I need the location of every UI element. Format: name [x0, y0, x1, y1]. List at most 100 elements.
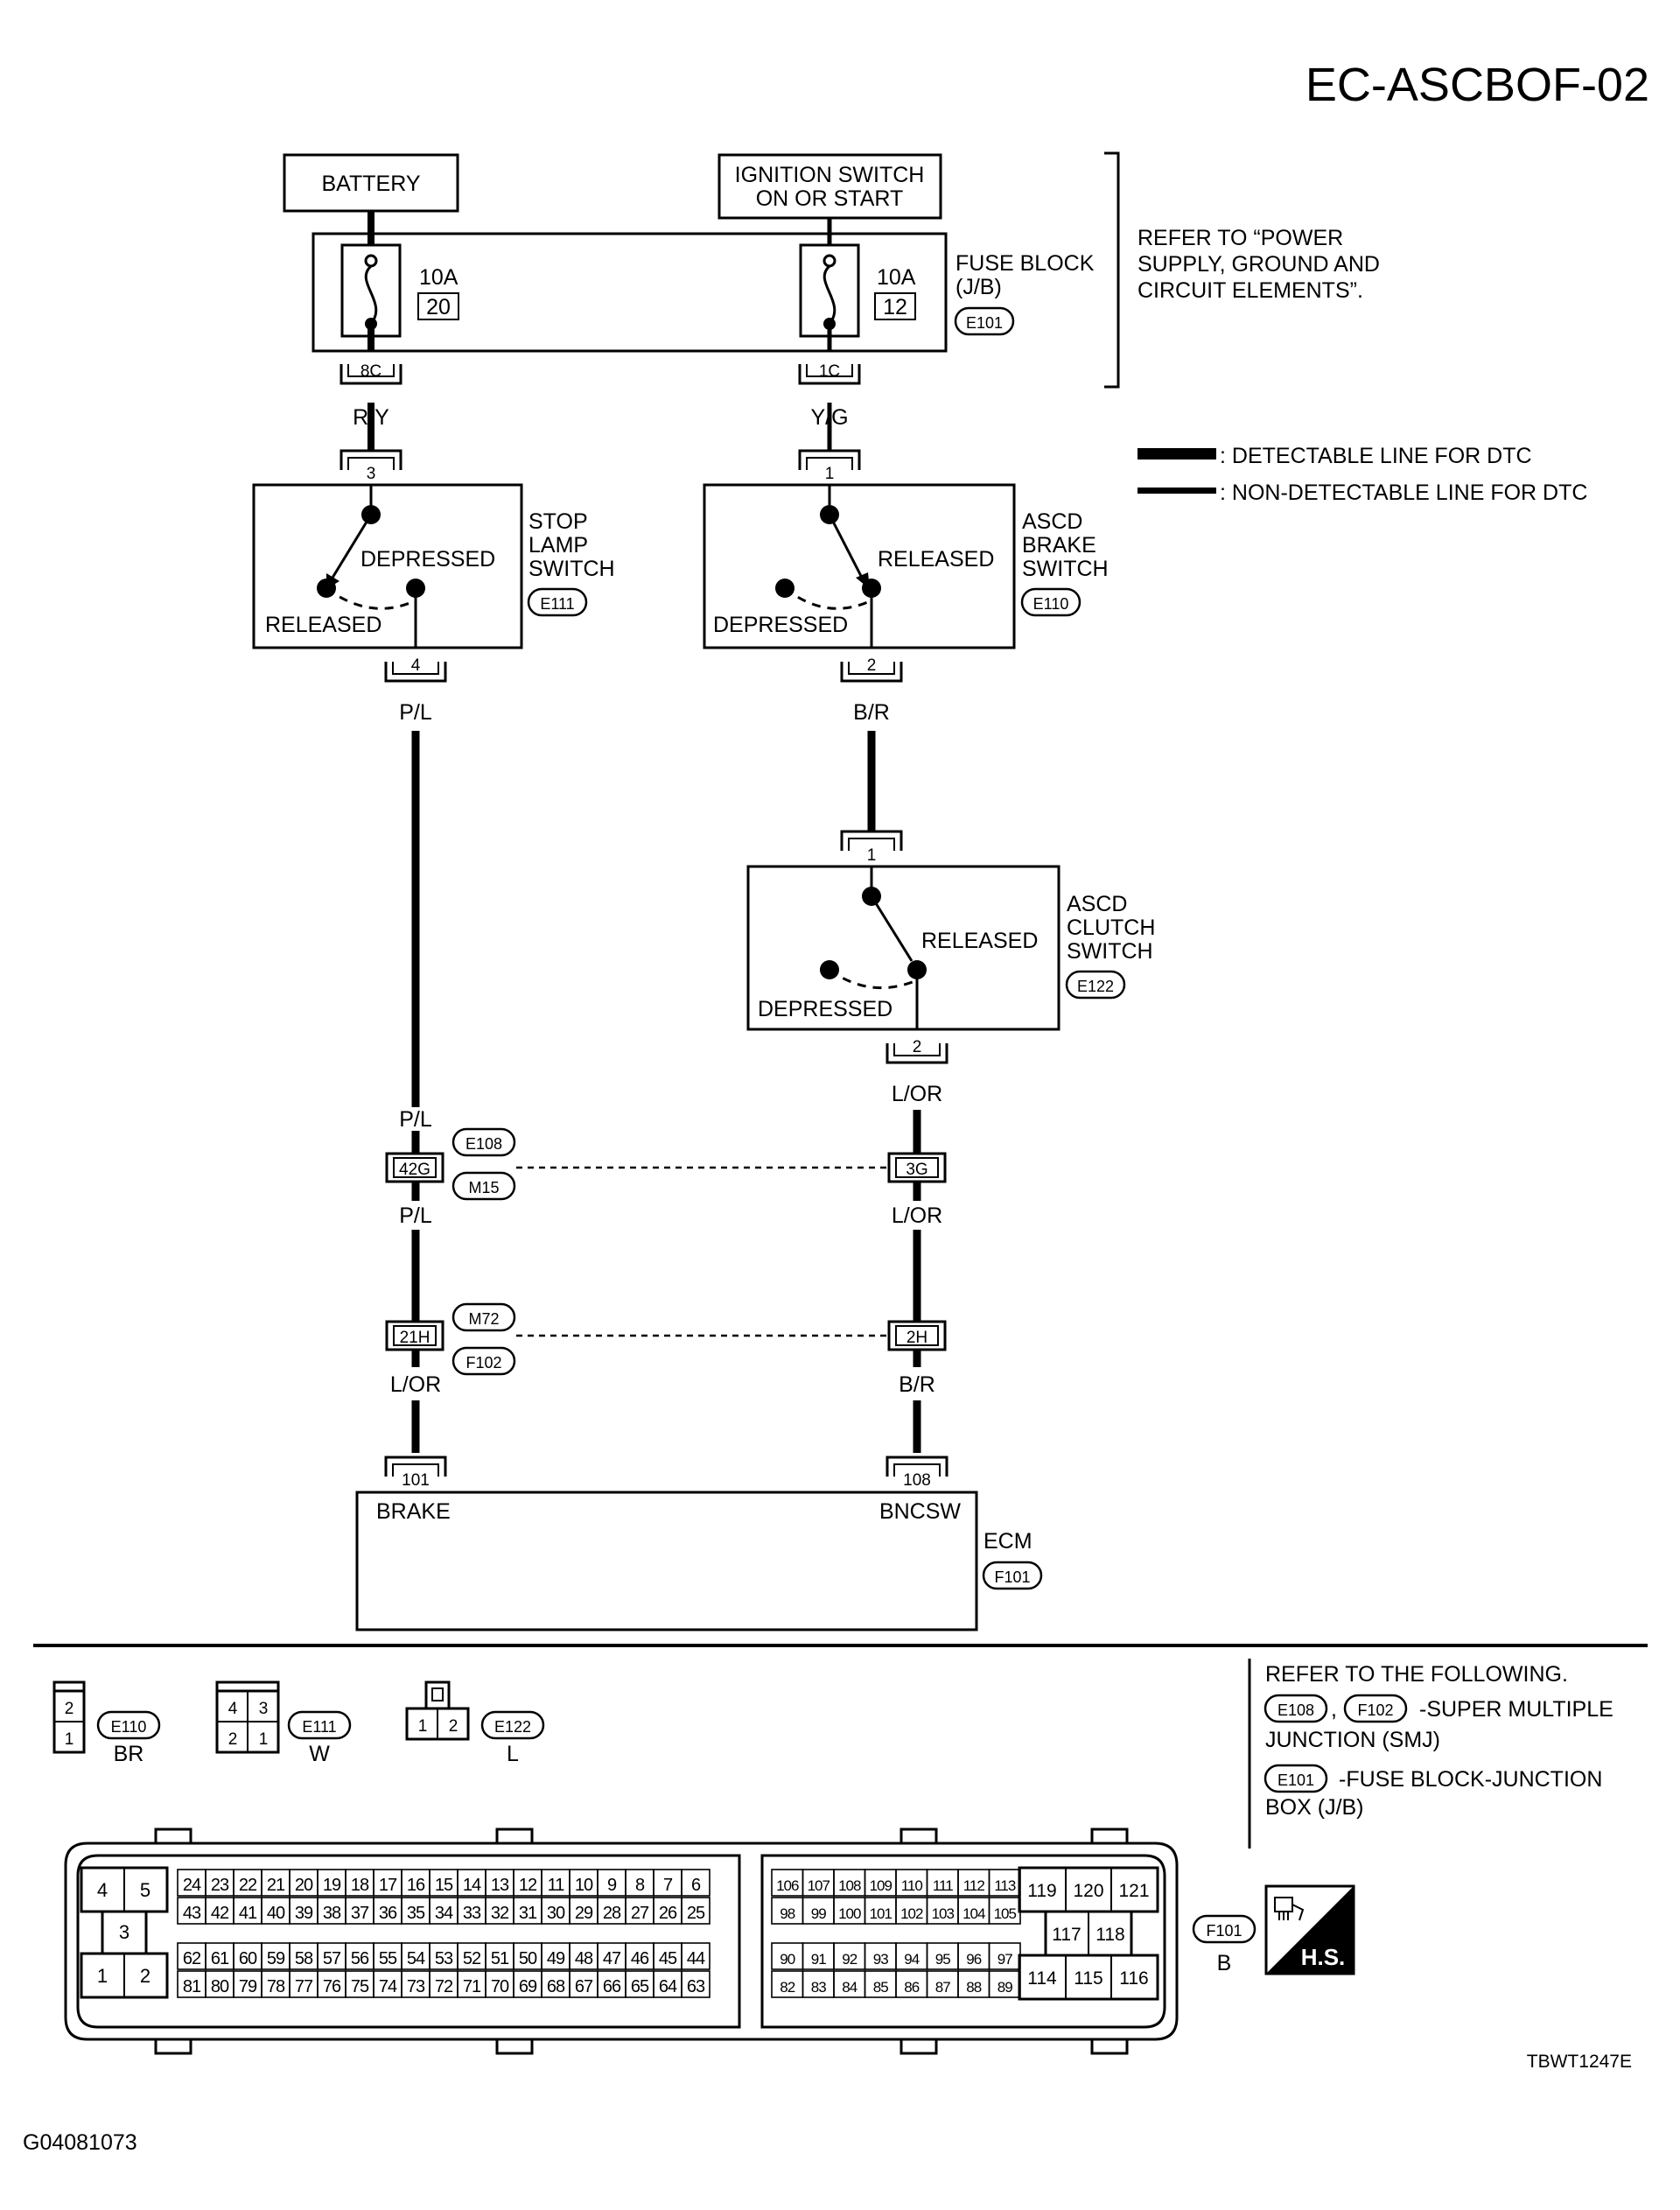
wire-color-lor-3: L/OR: [390, 1372, 441, 1397]
f101-badge: [1192, 1914, 1256, 1944]
ecm-pin-number: 24: [183, 1876, 201, 1895]
ecm-pin-number: 28: [603, 1904, 621, 1923]
wire-color-br-1: B/R: [853, 700, 890, 725]
page-title: EC-ASCBOF-02: [1306, 59, 1649, 111]
fuse-20-amp: 10A: [419, 265, 458, 290]
ecm-pin-number: 37: [351, 1904, 369, 1923]
fuse-20-number: 20: [426, 295, 451, 319]
refer-comma: ,: [1331, 1697, 1337, 1722]
wire-color-lor-1: L/OR: [892, 1082, 942, 1106]
ecm-pin-number: 23: [211, 1876, 229, 1895]
ecm-pin-number: 19: [323, 1876, 341, 1895]
e122-color-label: L: [507, 1742, 519, 1766]
figure-code: TBWT1247E: [1527, 2052, 1632, 2072]
ecm-pin-number: 51: [491, 1949, 509, 1968]
pin-1c-label: 1C: [819, 362, 840, 381]
e111-pin-2: 2: [228, 1730, 238, 1749]
ecm-pin-number: 93: [873, 1951, 888, 1968]
ascl-label-line1: ASCD: [1067, 892, 1127, 916]
ecm-pin-number: 92: [842, 1951, 857, 1968]
ecm-pin-number: 98: [780, 1905, 794, 1922]
ecm-box: [355, 1491, 978, 1631]
ecm-pin-number: 108: [838, 1877, 861, 1894]
ascl-label-line3: SWITCH: [1067, 939, 1153, 964]
ecm-pin-number: 42: [211, 1904, 229, 1923]
ecm-pin-number: 6: [691, 1876, 701, 1895]
ecm-pin-120: 120: [1073, 1881, 1103, 1901]
ecm-pin-number: 67: [575, 1977, 593, 1996]
ecm-pin-number: 111: [933, 1877, 953, 1894]
f101-color-label: B: [1217, 1951, 1232, 1975]
ecm-pin-cell: [681, 1897, 710, 1925]
ecm-pin-number: 72: [435, 1977, 453, 1996]
e111-badge: [287, 1710, 352, 1740]
ecm-pin-cell: [988, 1970, 1021, 1998]
ecm-pin-114: 114: [1027, 1968, 1057, 1989]
ecm-pin-number: 26: [659, 1904, 677, 1923]
legend-non-detectable-label: : NON-DETECTABLE LINE FOR DTC: [1220, 481, 1587, 505]
ecm-pin-number: 86: [904, 1979, 919, 1996]
stop-lamp-connector-label: E111: [540, 595, 574, 613]
stop-lamp-depressed-label: DEPRESSED: [360, 547, 495, 572]
asbr-released-label: RELEASED: [878, 547, 994, 572]
refer-f102-badge: [1343, 1694, 1408, 1723]
ecm-pin-number: 36: [379, 1904, 397, 1923]
ignition-label-line2: ON OR START: [756, 186, 904, 211]
ecm-pin-number: 60: [239, 1949, 257, 1968]
ecm-pin-number: 47: [603, 1949, 621, 1968]
ecm-pin-number: 79: [239, 1977, 257, 1996]
pin-4-label: 4: [411, 656, 421, 675]
ecm-pin-number: 61: [211, 1949, 229, 1968]
ascl-depressed-label: DEPRESSED: [758, 997, 892, 1021]
ecm-pin-number: 62: [183, 1949, 201, 1968]
ecm-pin-number: 88: [966, 1979, 981, 1996]
pin-42g-label: 42G: [399, 1161, 430, 1179]
junction-m72-label: M72: [468, 1310, 499, 1328]
pin-1-label: 1: [825, 465, 835, 483]
ecm-pin-number: 9: [607, 1876, 617, 1895]
ecm-pin-number: 112: [963, 1877, 985, 1894]
ecm-pin-119: 119: [1027, 1881, 1056, 1901]
refer-text-line2: SUPPLY, GROUND AND: [1138, 252, 1380, 277]
ecm-pin-number: 78: [267, 1977, 285, 1996]
legend-non-detectable-swatch: [1138, 488, 1216, 494]
ecm-pin-number: 44: [687, 1949, 705, 1968]
stop-lamp-label-line2: LAMP: [528, 533, 588, 558]
ecm-bncsw-label: BNCSW: [879, 1499, 961, 1524]
ecm-pin-3: 3: [119, 1921, 130, 1943]
ecm-label: ECM: [984, 1529, 1032, 1554]
ecm-pin-number: 69: [519, 1977, 537, 1996]
ecm-pin-number: 73: [407, 1977, 425, 1996]
refer-smj-line2: JUNCTION (SMJ): [1265, 1728, 1440, 1752]
ecm-pin-number: 53: [435, 1949, 453, 1968]
pin-2b-label: 2: [913, 1038, 922, 1056]
ecm-pin-number: 95: [935, 1951, 950, 1968]
wire-color-pl-3: P/L: [399, 1203, 432, 1228]
ecm-pin-number: 71: [463, 1977, 481, 1996]
ecm-pin-number: 25: [687, 1904, 705, 1923]
wire-color-pl-2: P/L: [399, 1107, 432, 1132]
ecm-pin-cell: [681, 1970, 710, 1998]
asbr-label-line1: ASCD: [1022, 509, 1082, 534]
ecm-pin-number: 48: [575, 1949, 593, 1968]
ecm-pin-number: 7: [663, 1876, 673, 1895]
junction-e108-badge: [452, 1127, 516, 1157]
ecm-pin-number: 90: [780, 1951, 794, 1968]
ecm-pin-number: 13: [491, 1876, 509, 1895]
ecm-pin-number: 84: [842, 1979, 857, 1996]
ecm-pin-number: 109: [870, 1877, 892, 1894]
ecm-pin-number: 46: [631, 1949, 649, 1968]
ecm-pin-number: 16: [407, 1876, 425, 1895]
ecm-pin-cell: [988, 1869, 1021, 1897]
ecm-brake-label: BRAKE: [376, 1499, 451, 1524]
ecm-pin-number: 80: [211, 1977, 229, 1996]
ecm-pin-number: 106: [776, 1877, 799, 1894]
ecm-pin-number: 64: [659, 1977, 677, 1996]
ecm-pin-number: 96: [966, 1951, 981, 1968]
junction-f102-label: F102: [466, 1354, 501, 1372]
e122-pin-2: 2: [449, 1717, 458, 1736]
ecm-pin-number: 27: [631, 1904, 649, 1923]
ecm-pin-cell: [681, 1942, 710, 1970]
